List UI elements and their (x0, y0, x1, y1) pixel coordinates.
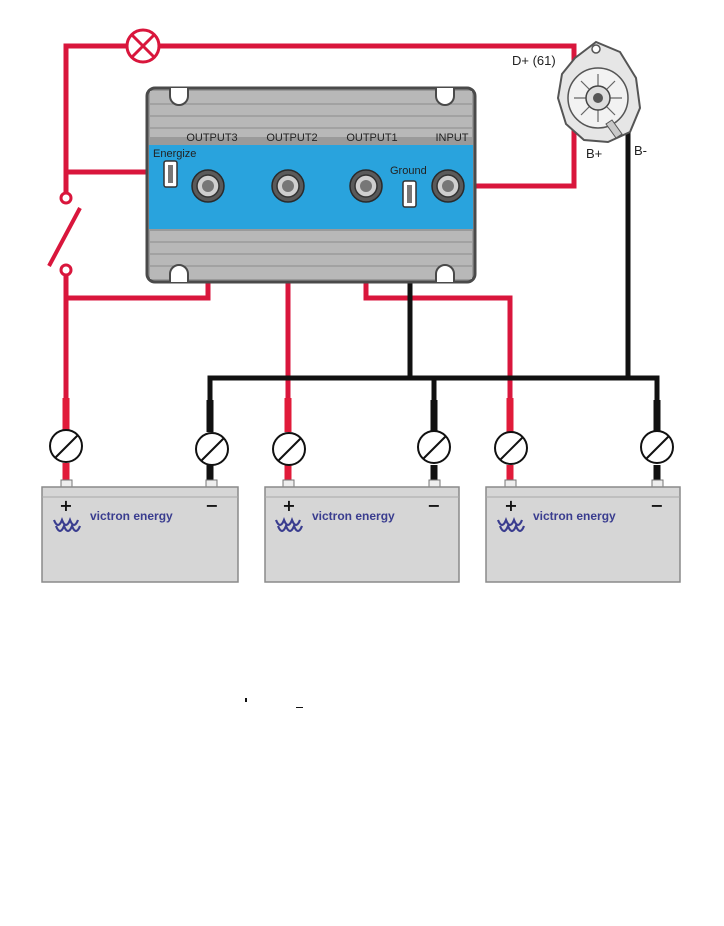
battery-2: + − victron energy (264, 479, 460, 583)
stray-mark (245, 698, 247, 702)
output1-stud (349, 169, 383, 203)
battery-isolator (145, 86, 477, 284)
fuses (49, 429, 674, 466)
battery-brand: victron energy (533, 509, 616, 523)
lead-stubs (62, 398, 661, 480)
fuse-icon (640, 430, 674, 464)
fuse-icon (494, 431, 528, 465)
terminal-studs (191, 169, 465, 203)
battery-brand: victron energy (90, 509, 173, 523)
input-label: INPUT (436, 132, 469, 144)
output1-label: OUTPUT1 (346, 132, 397, 144)
battery-1: + − victron energy (41, 479, 239, 583)
d-plus-label: D+ (61) (512, 53, 556, 68)
d-plus-wire (63, 43, 577, 196)
battery-minus-sign: − (427, 496, 440, 515)
output3-label: OUTPUT3 (186, 132, 237, 144)
input-wire (448, 130, 577, 189)
battery-minus-sign: − (205, 496, 218, 515)
fuse-icon (272, 432, 306, 466)
fuse-icon (417, 430, 451, 464)
output2-stud (271, 169, 305, 203)
victron-logo-icon (274, 517, 304, 533)
battery-minus-sign: − (650, 496, 663, 515)
battery-plus-sign: + (59, 496, 72, 515)
battery-3: + − victron energy (485, 479, 681, 583)
battery-brand: victron energy (312, 509, 395, 523)
warning-lamp (125, 28, 161, 64)
output2-label: OUTPUT2 (266, 132, 317, 144)
input-stud (431, 169, 465, 203)
ignition-switch (47, 191, 82, 277)
battery-plus-sign: + (282, 496, 295, 515)
victron-logo-icon (496, 517, 526, 533)
stray-mark (296, 707, 303, 708)
fuse-icon (49, 429, 83, 463)
energize-label: Energize (153, 148, 196, 160)
b-plus-label: B+ (586, 146, 602, 161)
victron-logo-icon (52, 517, 82, 533)
battery-plus-sign: + (504, 496, 517, 515)
b-minus-label: B- (634, 143, 647, 158)
output3-stud (191, 169, 225, 203)
fuse-icon (195, 432, 229, 466)
alternator (556, 40, 642, 144)
ground-label: Ground (390, 165, 427, 177)
